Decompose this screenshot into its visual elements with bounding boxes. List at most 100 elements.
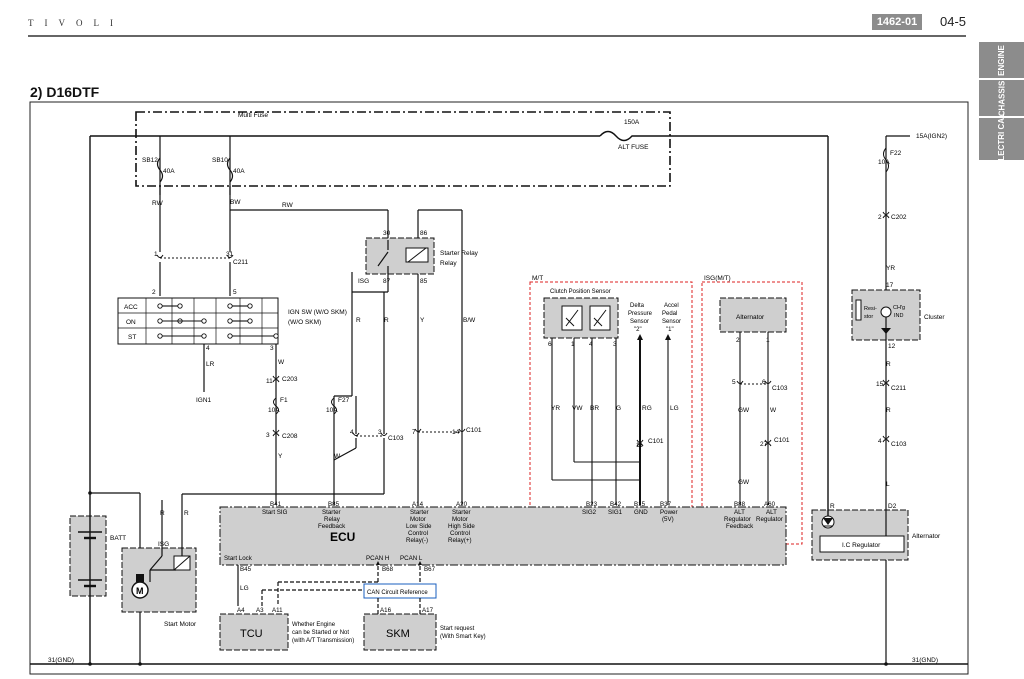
svg-text:GW: GW xyxy=(738,407,750,414)
svg-text:BR: BR xyxy=(590,405,599,412)
svg-text:(W/O SKM): (W/O SKM) xyxy=(288,319,321,326)
svg-text:2: 2 xyxy=(736,337,740,344)
svg-text:can be Started or Not: can be Started or Not xyxy=(292,630,349,636)
svg-text:A14: A14 xyxy=(412,501,424,508)
svg-text:4: 4 xyxy=(589,341,593,348)
svg-text:SB12: SB12 xyxy=(142,157,158,164)
svg-text:Y: Y xyxy=(420,317,425,324)
svg-text:A60: A60 xyxy=(764,501,776,508)
svg-text:11: 11 xyxy=(266,378,273,385)
svg-text:B23: B23 xyxy=(586,501,598,508)
multi-fuse-box xyxy=(135,111,671,187)
svg-text:RG: RG xyxy=(642,405,652,412)
svg-text:Regulator: Regulator xyxy=(724,516,751,523)
svg-text:B42: B42 xyxy=(610,501,622,508)
svg-text:C211: C211 xyxy=(233,259,248,266)
svg-text:I.C Regulator: I.C Regulator xyxy=(842,542,881,549)
svg-text:B/W: B/W xyxy=(463,317,476,324)
ecu-module xyxy=(219,506,787,566)
svg-text:R: R xyxy=(160,510,165,517)
svg-text:4: 4 xyxy=(206,345,210,352)
svg-text:40A: 40A xyxy=(233,168,245,175)
svg-text:F22: F22 xyxy=(890,150,902,157)
svg-text:31: 31 xyxy=(226,251,234,258)
svg-text:R: R xyxy=(886,361,891,368)
svg-text:Cluster: Cluster xyxy=(924,314,945,321)
svg-text:BATT: BATT xyxy=(110,535,126,542)
svg-text:BW: BW xyxy=(230,199,241,206)
svg-text:Resi-: Resi- xyxy=(864,306,877,312)
svg-text:10A: 10A xyxy=(326,407,338,414)
svg-text:3: 3 xyxy=(270,345,274,352)
svg-text:GND: GND xyxy=(634,509,648,516)
svg-text:Alternator: Alternator xyxy=(912,533,941,540)
svg-text:Control: Control xyxy=(450,530,470,537)
svg-text:B15: B15 xyxy=(634,501,646,508)
svg-text:Start request: Start request xyxy=(440,626,475,632)
svg-text:Motor: Motor xyxy=(452,516,468,523)
svg-text:3: 3 xyxy=(266,432,270,439)
sb12-fuse xyxy=(156,157,164,183)
svg-text:F1: F1 xyxy=(280,397,288,404)
svg-text:LG: LG xyxy=(240,585,249,592)
svg-text:PCAN H: PCAN H xyxy=(366,555,389,562)
svg-text:Start Lock: Start Lock xyxy=(224,555,253,562)
svg-text:LR: LR xyxy=(206,361,215,368)
svg-text:B67: B67 xyxy=(424,566,436,573)
tab-electrical[interactable]: ELECTRI CAL xyxy=(979,113,1024,165)
svg-text:5: 5 xyxy=(233,289,237,296)
svg-text:31(GND): 31(GND) xyxy=(48,657,74,664)
svg-text:27: 27 xyxy=(760,441,768,448)
svg-text:ALT: ALT xyxy=(734,509,745,516)
svg-text:"1": "1" xyxy=(666,327,674,333)
battery xyxy=(69,515,107,597)
tab-engine[interactable]: ENGINE xyxy=(979,40,1024,78)
svg-text:5: 5 xyxy=(732,379,736,386)
svg-text:F27: F27 xyxy=(338,397,350,404)
can-reference xyxy=(363,583,437,599)
svg-text:M: M xyxy=(136,586,144,596)
svg-text:B45: B45 xyxy=(240,566,252,573)
svg-text:G: G xyxy=(616,405,621,412)
svg-text:Pressure: Pressure xyxy=(628,311,653,317)
svg-text:A20: A20 xyxy=(456,501,468,508)
svg-text:ISG: ISG xyxy=(158,541,169,548)
svg-text:Relay(-): Relay(-) xyxy=(406,537,428,544)
svg-text:14: 14 xyxy=(452,429,460,436)
svg-text:VW: VW xyxy=(572,405,583,412)
svg-text:4: 4 xyxy=(350,429,354,436)
svg-text:LG: LG xyxy=(670,405,679,412)
svg-text:C101: C101 xyxy=(648,438,664,445)
svg-text:ISG: ISG xyxy=(358,278,369,285)
tab-chassis[interactable]: CHASSIS xyxy=(979,78,1024,116)
svg-text:ALT FUSE: ALT FUSE xyxy=(618,144,649,151)
svg-text:1: 1 xyxy=(571,341,575,348)
svg-text:IND: IND xyxy=(894,313,904,319)
svg-text:stor: stor xyxy=(864,314,873,320)
svg-text:3: 3 xyxy=(613,341,617,348)
svg-text:Low Side: Low Side xyxy=(406,523,432,530)
svg-text:B68: B68 xyxy=(382,566,394,573)
ic-regulator xyxy=(819,535,905,553)
tcu-module xyxy=(219,613,289,651)
svg-text:C103: C103 xyxy=(772,385,788,392)
ecu-label: ECU xyxy=(330,530,355,544)
svg-text:Sensor: Sensor xyxy=(630,319,649,325)
svg-text:11: 11 xyxy=(636,442,643,449)
svg-text:1: 1 xyxy=(154,251,158,258)
svg-text:Feedback: Feedback xyxy=(726,523,754,530)
svg-text:IGN SW (W/O SKM): IGN SW (W/O SKM) xyxy=(288,309,347,316)
svg-text:Starter: Starter xyxy=(322,509,341,516)
svg-text:A4: A4 xyxy=(237,607,245,614)
svg-text:R: R xyxy=(886,407,891,414)
svg-text:B41: B41 xyxy=(270,501,282,508)
svg-text:A17: A17 xyxy=(422,607,434,614)
svg-text:12: 12 xyxy=(888,343,896,350)
svg-text:GW: GW xyxy=(738,479,750,486)
delta-pressure-sensor: Delta xyxy=(630,303,645,309)
svg-text:C103: C103 xyxy=(388,435,404,442)
svg-text:SIG1: SIG1 xyxy=(608,509,623,516)
svg-text:Whether Engine: Whether Engine xyxy=(292,622,336,628)
svg-text:Power: Power xyxy=(660,509,678,516)
